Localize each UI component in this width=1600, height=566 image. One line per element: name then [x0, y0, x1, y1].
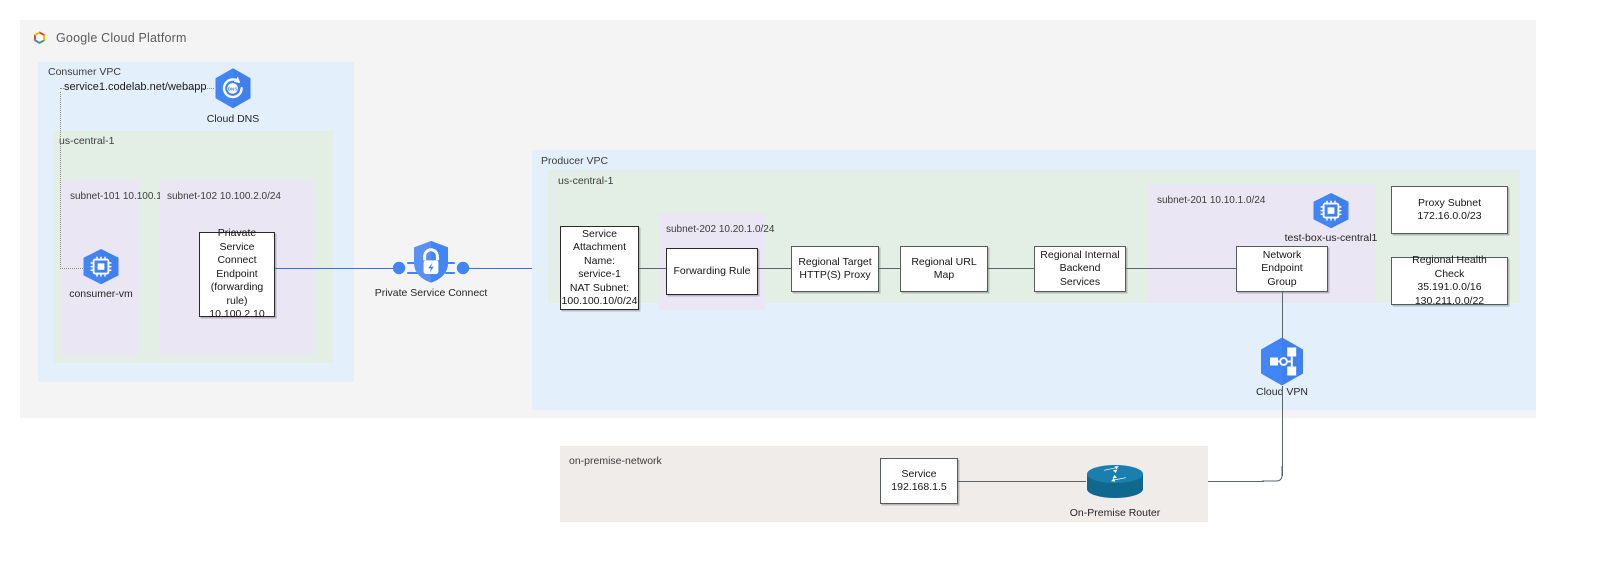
service-attachment-line2: Attachment	[572, 241, 627, 253]
forwarding-rule-label: Forwarding Rule	[673, 264, 751, 277]
consumer-region-label: us-central-1	[59, 135, 115, 147]
subnet-201-label: subnet-201 10.10.1.0/24	[1157, 194, 1265, 207]
private-service-connect-node[interactable]: Private Service Connect	[375, 238, 487, 301]
link-proxy-to-urlmap	[879, 268, 900, 269]
regional-target-proxy-box[interactable]: Regional Target HTTP(S) Proxy	[791, 246, 879, 292]
cloud-vpn-caption: Cloud VPN	[1256, 386, 1308, 398]
network-endpoint-group-box[interactable]: Network Endpoint Group	[1236, 246, 1328, 292]
gcp-header: Google Cloud Platform	[30, 26, 187, 50]
vpn-corner-curve	[1262, 466, 1283, 482]
compute-engine-vm-icon	[1313, 193, 1349, 229]
health-check-line3: 130.211.0.0/22	[1414, 294, 1485, 307]
cloud-dns-node[interactable]: DNS Cloud DNS	[204, 67, 262, 127]
subnet-202-label: subnet-202 10.20.1.0/24	[666, 223, 774, 236]
regional-backend-line1: Regional Internal	[1040, 248, 1120, 261]
consumer-vm-caption: consumer-vm	[69, 288, 133, 300]
on-premise-network-label: on-premise-network	[569, 455, 662, 467]
test-box-caption: test-box-us-central1	[1284, 232, 1378, 244]
on-premise-service-box[interactable]: Service 192.168.1.5	[880, 458, 958, 504]
psc-endpoint-line1: Priavate Service	[217, 227, 257, 253]
cloud-vpn-icon	[1261, 337, 1303, 386]
subnet-102-cidr: 10.100.2.0/24	[219, 191, 281, 202]
gcp-header-title: Google Cloud Platform	[56, 31, 187, 45]
on-premise-router-node[interactable]: On-Premise Router	[1058, 461, 1172, 521]
link-fr-to-proxy	[758, 268, 791, 269]
subnet-101-cidr: 10.100.1.0/24	[122, 191, 184, 202]
regional-health-check-box[interactable]: Regional Health Check 35.191.0.0/16 130.…	[1391, 254, 1508, 307]
link-attachment-to-fr	[639, 268, 666, 269]
svg-text:DNS: DNS	[228, 87, 238, 92]
neg-line1: Network Endpoint	[1261, 248, 1303, 275]
neg-line2: Group	[1267, 275, 1297, 288]
on-premise-service-line2: 192.168.1.5	[891, 481, 947, 493]
on-premise-router-caption: On-Premise Router	[1069, 507, 1161, 519]
test-box-node[interactable]: test-box-us-central1	[1285, 192, 1377, 246]
psc-endpoint-line4: 10.100.2.10	[209, 308, 265, 321]
service-attachment-line1: Service	[581, 227, 617, 240]
subnet-101-label: subnet-101 10.100.1.0/24	[70, 190, 184, 203]
service-attachment-box[interactable]: Service Attachment Name: service-1 NAT S…	[560, 226, 639, 310]
regional-url-map-label: Regional URL Map	[911, 255, 977, 282]
private-service-connect-shield-icon	[392, 241, 470, 283]
subnet-201-name: subnet-201	[1157, 195, 1208, 206]
service-attachment-line5: 100.100.10/0/24	[561, 295, 638, 307]
dns-path-to-vm	[60, 268, 87, 269]
private-service-connect-caption: Private Service Connect	[374, 287, 488, 299]
cloud-dns-caption-line1: Cloud	[206, 113, 235, 125]
forwarding-rule-box[interactable]: Forwarding Rule	[666, 248, 758, 295]
service-attachment-line4: NAT Subnet:	[569, 281, 630, 294]
link-neg-to-vpn	[1282, 292, 1283, 338]
consumer-vm-node[interactable]: consumer-vm	[69, 248, 133, 302]
cloud-dns-caption-line2: DNS	[237, 113, 260, 125]
regional-url-map-box[interactable]: Regional URL Map	[900, 246, 988, 292]
regional-backend-line2: Backend Services	[1059, 262, 1101, 288]
google-cloud-platform-logo	[33, 30, 46, 44]
psc-link-left	[275, 268, 399, 269]
cloud-dns-caption: Cloud DNS	[207, 113, 260, 127]
subnet-202-cidr: 10.20.1.0/24	[718, 224, 775, 235]
proxy-subnet-box[interactable]: Proxy Subnet 172.16.0.0/23	[1391, 186, 1508, 234]
consumer-vpc-label: Consumer VPC	[48, 66, 121, 78]
dns-path-vertical	[60, 92, 61, 269]
vpn-down-line	[1282, 386, 1283, 476]
regional-target-proxy-line2: HTTP(S) Proxy	[799, 269, 871, 281]
proxy-subnet-line2: 172.16.0.0/23	[1417, 210, 1482, 222]
psc-endpoint-box[interactable]: Priavate Service Connect Endpoint (forwa…	[199, 227, 275, 320]
psc-endpoint-line3: (forwarding rule)	[210, 281, 264, 307]
cloud-dns-icon: DNS	[215, 68, 251, 109]
service-attachment-line3: Name: service-1	[578, 254, 621, 281]
cloud-vpn-node[interactable]: Cloud VPN	[1253, 336, 1311, 400]
proxy-subnet-line1: Proxy Subnet	[1417, 196, 1482, 209]
on-premise-router-icon	[1087, 465, 1143, 498]
producer-vpc-label: Producer VPC	[541, 155, 609, 167]
regional-backend-services-box[interactable]: Regional Internal Backend Services	[1034, 246, 1126, 292]
dns-path-corner	[60, 88, 64, 89]
on-premise-service-line1: Service	[901, 467, 937, 480]
health-check-line2: 35.191.0.0/16	[1417, 281, 1482, 293]
subnet-102-label: subnet-102 10.100.2.0/24	[167, 190, 281, 203]
subnet-101-name: subnet-101	[70, 191, 121, 202]
psc-endpoint-line2: Connect Endpoint	[216, 254, 258, 280]
psc-link-right	[462, 268, 560, 269]
compute-engine-vm-icon	[83, 249, 119, 285]
link-urlmap-to-backend	[988, 268, 1034, 269]
subnet-202-name: subnet-202	[666, 224, 717, 235]
subnet-102-name: subnet-102	[167, 191, 218, 202]
dns-path-to-dns	[186, 88, 214, 89]
dns-record-label: service1.codelab.net/webapp	[64, 81, 207, 93]
link-backend-to-neg	[1126, 268, 1236, 269]
link-service-to-router	[958, 481, 1086, 482]
producer-region-label: us-central-1	[558, 175, 614, 187]
regional-target-proxy-line1: Regional Target	[798, 255, 872, 268]
subnet-201-cidr: 10.10.1.0/24	[1209, 195, 1266, 206]
health-check-line1: Regional Health Check	[1412, 254, 1487, 280]
